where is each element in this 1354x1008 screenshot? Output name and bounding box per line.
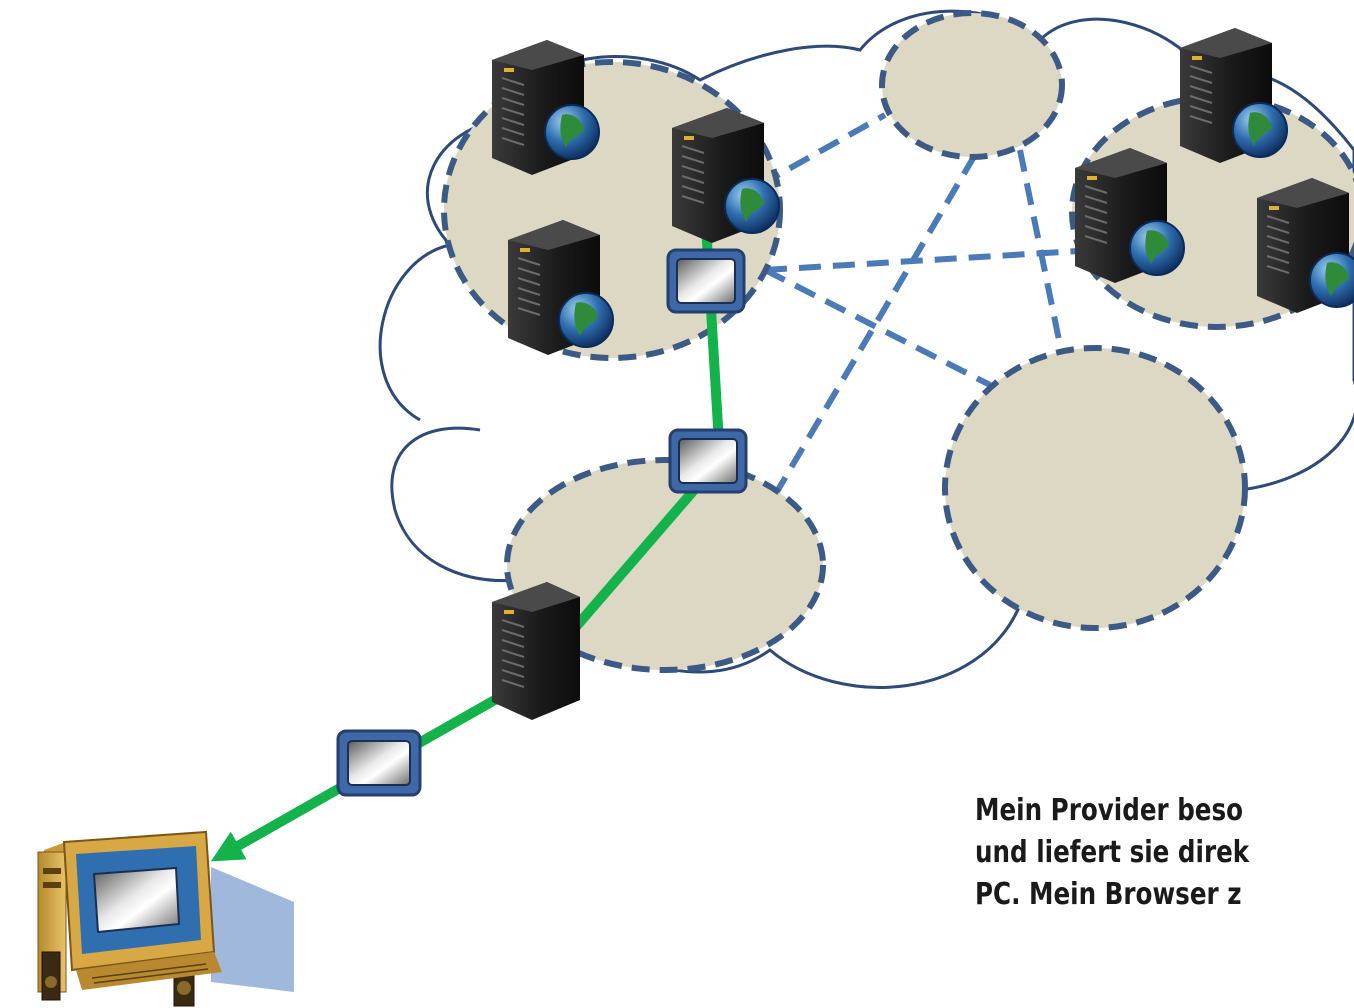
caption-line-2: und liefert sie direk [975,835,1250,870]
network-top-middle [879,10,1065,160]
router-icon [666,248,746,314]
desktop-computer-icon [37,830,294,1007]
caption-line-3: PC. Mein Browser z [975,877,1242,912]
server-globe-icon [1180,28,1288,163]
caption-box: Mein Provider beso und liefert sie direk… [975,790,1354,930]
server-globe-icon [672,108,780,243]
caption-text: Mein Provider beso und liefert sie direk… [975,790,1354,916]
network-links [758,112,1096,497]
network-bottom-right [942,345,1248,631]
router-icon [336,729,422,797]
server-globe-icon [1075,148,1185,283]
server-globe-icon [492,40,600,175]
server-globe-icon [1257,178,1354,313]
caption-line-1: Mein Provider beso [975,793,1244,828]
router-icon [668,428,748,494]
server-globe-icon [508,220,614,355]
provider-server-icon [492,582,580,720]
